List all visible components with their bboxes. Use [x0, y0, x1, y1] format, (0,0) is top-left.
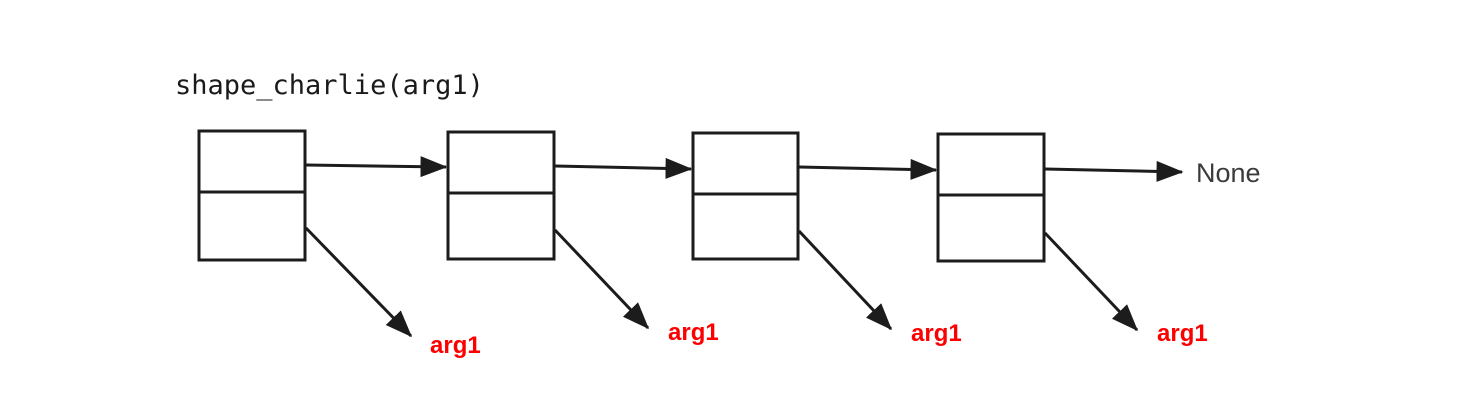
none-terminator-label: None: [1196, 158, 1261, 188]
value-label-group: arg1 arg1 arg1 arg1: [430, 319, 1208, 359]
next-pointer-arrow: [798, 158, 938, 180]
list-node: [197, 129, 307, 262]
value-pointer-arrow: [553, 228, 650, 330]
value-pointer-arrow: [797, 229, 893, 331]
value-pointer-arrow: [1043, 231, 1139, 332]
value-label: arg1: [668, 319, 719, 346]
list-node: [691, 131, 800, 261]
value-label: arg1: [430, 332, 481, 359]
node-box: [936, 132, 1046, 263]
list-node: [446, 130, 556, 261]
node-box: [446, 130, 556, 261]
node-box: [691, 131, 800, 261]
node-box: [197, 129, 307, 262]
function-signature-title: shape_charlie(arg1): [175, 70, 484, 101]
value-pointer-arrow-group: [304, 226, 1139, 338]
value-label: arg1: [911, 320, 962, 347]
value-label: arg1: [1157, 320, 1208, 347]
next-pointer-arrow-group: [305, 156, 1184, 182]
value-pointer-arrow: [304, 226, 413, 338]
list-node: [936, 132, 1046, 263]
node-group: [197, 129, 1046, 263]
next-pointer-arrow: [554, 157, 693, 179]
next-pointer-arrow: [305, 156, 448, 178]
next-pointer-arrow: [1044, 160, 1184, 182]
